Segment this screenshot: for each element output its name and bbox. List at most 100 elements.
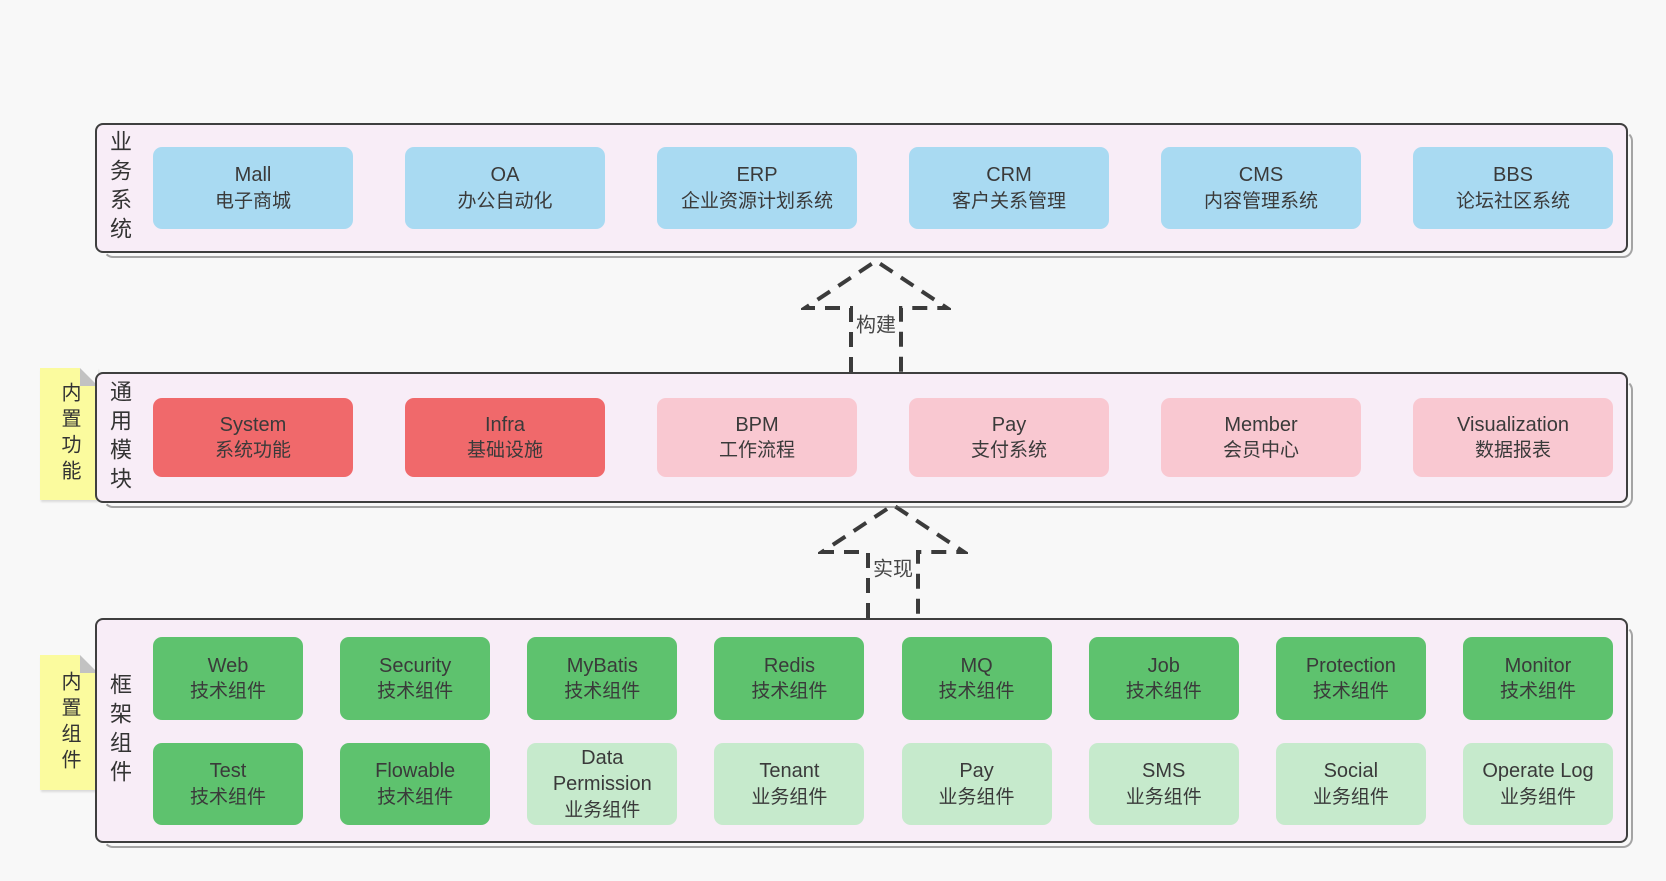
box-pay-system-name: Pay [991,413,1027,436]
box-mall-name: Mall [234,164,272,187]
box-job: Job 技术组件 [1088,637,1239,720]
box-visualization-subtitle: 数据报表 [1474,440,1551,462]
box-mybatis-subtitle: 技术组件 [564,681,641,703]
box-operate-log-name: Operate Log [1482,760,1594,783]
box-social-name: Social [1323,760,1379,783]
box-security-name: Security [379,654,452,677]
box-crm: CRM 客户关系管理 [909,147,1109,229]
box-infra-subtitle: 基础设施 [466,440,543,462]
box-flowable-subtitle: 技术组件 [377,786,454,808]
arrow-up-implement [818,502,968,618]
box-bpm: BPM 工作流程 [657,398,857,477]
box-operate-log: Operate Log 业务组件 [1462,743,1613,825]
layer-modules-label: 通用模块 [107,379,132,496]
box-job-name: Job [1147,654,1180,677]
box-mybatis-name: MyBatis [566,654,638,677]
box-visualization-name: Visualization [1457,413,1569,436]
box-tenant-subtitle: 业务组件 [751,786,828,808]
box-mall: Mall 电子商城 [153,147,353,229]
box-mq: MQ 技术组件 [901,637,1052,720]
sticky-note-built-in-features: 内置功能 [40,368,98,500]
sticky-note-built-in-features-text: 内置功能 [58,382,80,486]
box-flowable-name: Flowable [375,760,456,783]
box-operate-log-subtitle: 业务组件 [1499,786,1576,808]
box-security: Security 技术组件 [340,637,491,720]
box-monitor-name: Monitor [1504,654,1572,677]
box-data-permission: Data Permission 业务组件 [527,743,678,825]
box-crm-name: CRM [986,164,1032,187]
box-mall-subtitle: 电子商城 [214,190,291,212]
box-test-name: Test [209,760,247,783]
box-web: Web 技术组件 [153,637,303,720]
box-member-subtitle: 会员中心 [1222,440,1299,462]
sticky-note-built-in-components-text: 内置组件 [58,670,80,775]
box-system: System 系统功能 [153,398,353,477]
box-cms: CMS 内容管理系统 [1161,147,1361,229]
box-sms-name: SMS [1142,760,1186,783]
components-row-2: Test 技术组件 Flowable 技术组件 Data Permission … [153,743,1613,825]
box-tenant: Tenant 业务组件 [714,743,865,825]
arrow-build-label: 构建 [853,307,899,339]
box-erp: ERP 企业资源计划系统 [657,147,857,229]
box-bpm-name: BPM [735,413,779,436]
sticky-note-built-in-components: 内置组件 [40,655,98,790]
box-web-name: Web [207,654,249,677]
box-infra-name: Infra [484,413,526,436]
layer-framework-components: 框架组件 Web 技术组件 Security 技术组件 MyBatis 技术组件… [95,618,1633,848]
box-data-permission-subtitle: 业务组件 [564,799,641,821]
box-pay-biz: Pay 业务组件 [901,743,1052,825]
layer-common-modules: 通用模块 System 系统功能 Infra 基础设施 BPM 工作流程 Pay… [95,372,1633,508]
box-tenant-name: Tenant [759,760,820,783]
box-system-subtitle: 系统功能 [214,440,291,462]
box-member-name: Member [1224,413,1298,436]
box-test: Test 技术组件 [153,743,303,825]
box-test-subtitle: 技术组件 [189,786,266,808]
box-oa-subtitle: 办公自动化 [457,190,553,212]
box-bpm-subtitle: 工作流程 [718,440,795,462]
box-mq-subtitle: 技术组件 [938,681,1015,703]
modules-boxes-row: System 系统功能 Infra 基础设施 BPM 工作流程 Pay 支付系统… [153,374,1613,501]
box-crm-subtitle: 客户关系管理 [951,190,1066,212]
box-pay-biz-subtitle: 业务组件 [938,786,1015,808]
layer-business-label: 业务系统 [107,130,132,246]
box-job-subtitle: 技术组件 [1125,681,1202,703]
arrow-implement-label: 实现 [870,551,916,583]
box-pay-system: Pay 支付系统 [909,398,1109,477]
box-redis: Redis 技术组件 [714,637,865,720]
box-monitor-subtitle: 技术组件 [1499,681,1576,703]
box-erp-subtitle: 企业资源计划系统 [680,190,833,212]
box-protection-subtitle: 技术组件 [1312,681,1389,703]
box-mybatis: MyBatis 技术组件 [527,637,678,720]
box-infra: Infra 基础设施 [405,398,605,477]
box-protection: Protection 技术组件 [1275,637,1426,720]
box-protection-name: Protection [1305,654,1396,677]
box-web-subtitle: 技术组件 [189,681,266,703]
box-sms-subtitle: 业务组件 [1125,786,1202,808]
box-flowable: Flowable 技术组件 [340,743,491,825]
box-social: Social 业务组件 [1275,743,1426,825]
box-security-subtitle: 技术组件 [377,681,454,703]
box-erp-name: ERP [736,164,778,187]
layer-components-label: 框架组件 [107,672,132,789]
box-pay-system-subtitle: 支付系统 [970,440,1047,462]
box-redis-name: Redis [763,654,815,677]
box-sms: SMS 业务组件 [1088,743,1239,825]
box-member: Member 会员中心 [1161,398,1361,477]
box-visualization: Visualization 数据报表 [1413,398,1613,477]
box-bbs: BBS 论坛社区系统 [1413,147,1613,229]
layer-business-systems: 业务系统 Mall 电子商城 OA 办公自动化 ERP 企业资源计划系统 CRM… [95,123,1633,258]
box-bbs-name: BBS [1492,164,1534,187]
components-row-1: Web 技术组件 Security 技术组件 MyBatis 技术组件 Redi… [153,637,1613,720]
box-oa: OA 办公自动化 [405,147,605,229]
box-pay-biz-name: Pay [959,760,994,783]
box-system-name: System [219,413,287,436]
box-bbs-subtitle: 论坛社区系统 [1455,190,1570,212]
box-cms-subtitle: 内容管理系统 [1203,190,1318,212]
box-social-subtitle: 业务组件 [1312,786,1389,808]
box-redis-subtitle: 技术组件 [751,681,828,703]
business-boxes-row: Mall 电子商城 OA 办公自动化 ERP 企业资源计划系统 CRM 客户关系… [153,125,1613,251]
box-oa-name: OA [490,164,520,187]
box-cms-name: CMS [1238,164,1284,187]
box-monitor: Monitor 技术组件 [1462,637,1613,720]
